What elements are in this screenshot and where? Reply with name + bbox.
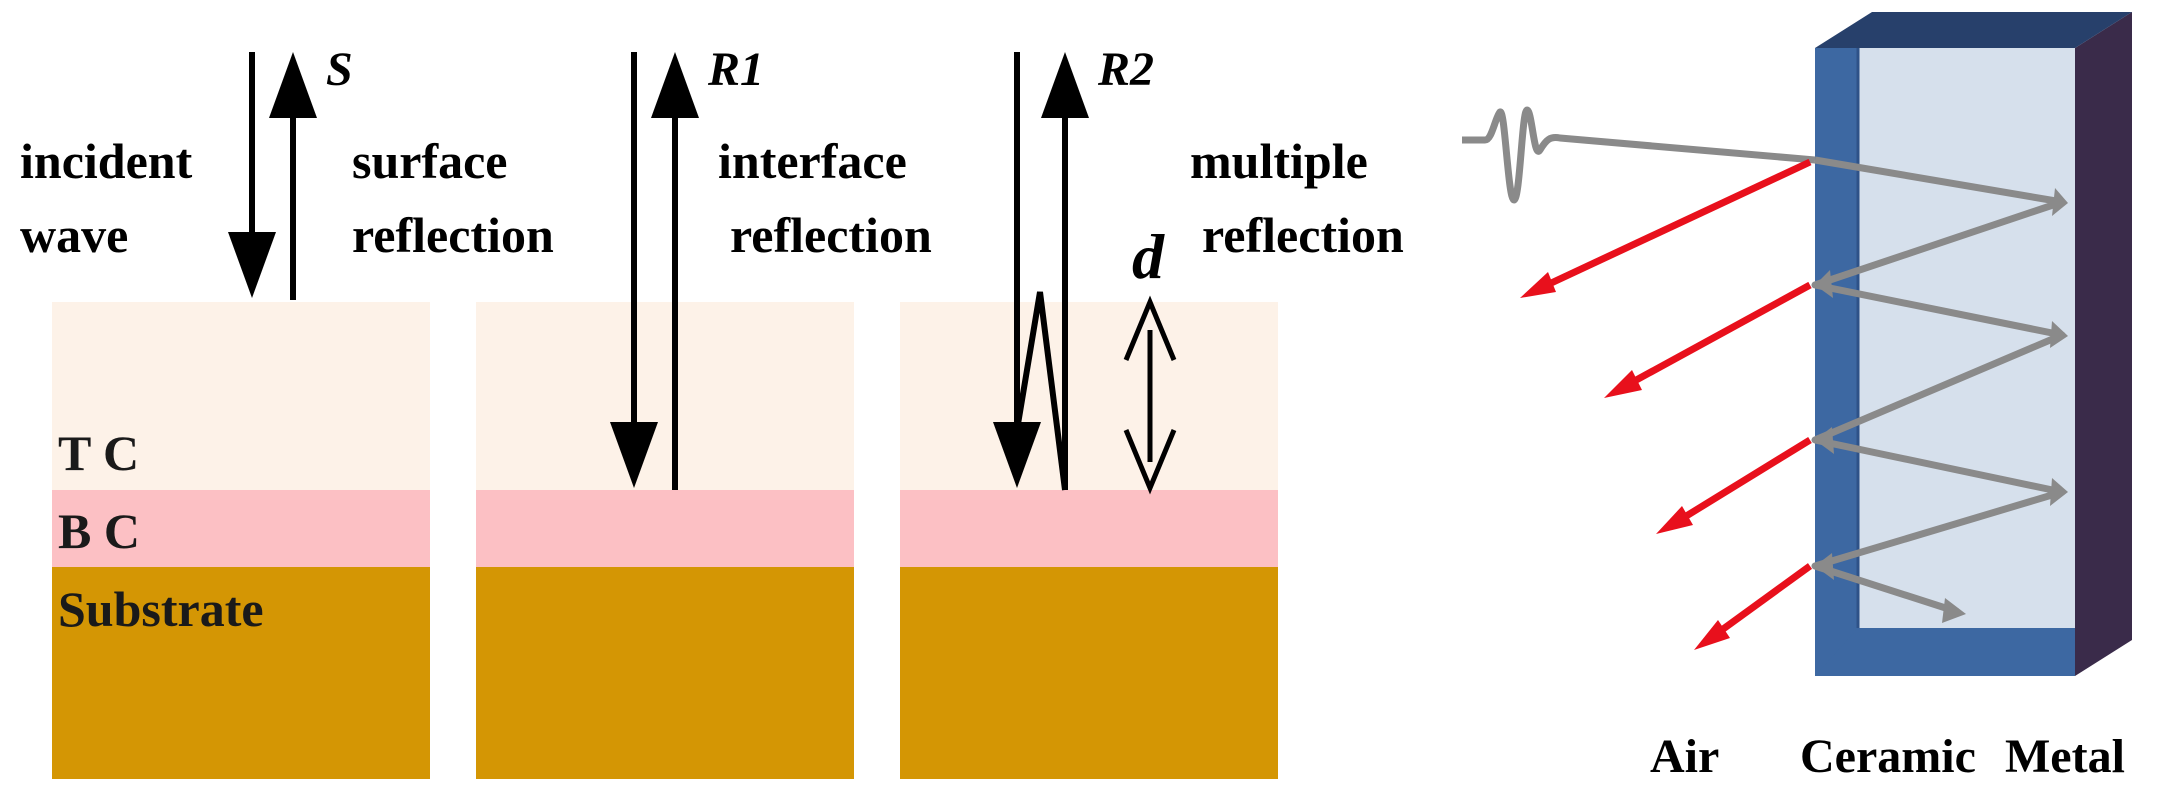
interface-caption-line1: interface: [718, 133, 907, 189]
panel-multiple-reflection: R2 d multiple reflection: [900, 43, 1404, 779]
surface-caption-line1: surface: [352, 133, 508, 189]
red-arrowhead-1: [1520, 272, 1556, 298]
air-label: Air: [1650, 730, 1719, 783]
red-reflection-arrow-3: [1668, 437, 1812, 529]
gray-arrowhead-3: [2050, 321, 2068, 348]
incident-wave-arrowhead: [993, 422, 1041, 488]
interface-reflection-arrowhead: [651, 52, 699, 118]
thickness-arrow-bottom-head: [1123, 429, 1177, 495]
ceramic-bottom-bevel: [1815, 628, 2075, 676]
substrate-layer: [476, 567, 854, 779]
interface-caption-line2: reflection: [730, 207, 932, 263]
ceramic-metal-figure: Air Ceramic Metal: [1462, 12, 2132, 783]
thickness-label: d: [1132, 221, 1165, 292]
panel-interface-reflection: R1 interface reflection: [476, 43, 932, 779]
incident-caption-line1: incident: [20, 133, 193, 189]
substrate-layer-label: Substrate: [58, 581, 264, 637]
bc-layer: [52, 490, 430, 567]
gray-arrowhead-7: [1942, 598, 1966, 623]
thickness-arrow-top-head: [1123, 295, 1177, 361]
red-arrowhead-3: [1656, 506, 1693, 534]
multiple-beam-label: R2: [1097, 43, 1154, 96]
tc-layer: [476, 302, 854, 490]
red-reflection-arrow-4: [1705, 563, 1813, 643]
surface-caption-line2: reflection: [352, 207, 554, 263]
multiple-reflection-arrowhead: [1041, 52, 1089, 118]
gray-arrowhead-6: [1815, 553, 1834, 580]
incident-wave-arrowhead: [228, 232, 276, 298]
internal-reflection-path: [1811, 156, 2066, 616]
panel-surface-reflection: T C B C Substrate S incident wave surfac…: [20, 43, 554, 779]
incident-caption-line2: wave: [20, 207, 128, 263]
bc-layer-label: B C: [58, 503, 140, 559]
bc-layer: [476, 490, 854, 567]
incident-pulse-waveform: [1462, 106, 1816, 204]
red-arrowhead-4: [1694, 620, 1730, 650]
metal-layer: [2075, 12, 2132, 676]
surface-reflection-arrowhead: [269, 52, 317, 118]
surface-beam-label: S: [326, 43, 353, 96]
tc-layer: [900, 302, 1278, 490]
red-reflection-arrow-1: [1530, 158, 1812, 296]
ceramic-label: Ceramic: [1800, 730, 1976, 783]
gray-arrowhead-4: [1815, 427, 1834, 454]
gray-arrowhead-5: [2050, 478, 2068, 506]
ceramic-top-edge: [1815, 12, 2132, 48]
multiple-caption-line2: reflection: [1202, 207, 1404, 263]
substrate-layer: [52, 567, 430, 779]
substrate-layer: [900, 567, 1278, 779]
red-arrowhead-2: [1604, 370, 1642, 398]
multiple-reflection-zigzag: [1014, 291, 1068, 491]
multiple-caption-line1: multiple: [1190, 133, 1368, 189]
tc-layer: [52, 302, 430, 490]
tc-layer-label: T C: [58, 425, 139, 481]
ceramic-layer-fill: [1858, 48, 2075, 628]
metal-label: Metal: [2005, 730, 2125, 783]
gray-arrowhead-1: [2052, 188, 2068, 216]
interface-beam-label: R1: [707, 43, 764, 96]
incident-wave-arrowhead: [610, 422, 658, 488]
gray-arrowhead-2: [1815, 270, 1833, 298]
red-reflection-arrow-2: [1616, 281, 1812, 394]
bc-layer: [900, 490, 1278, 567]
